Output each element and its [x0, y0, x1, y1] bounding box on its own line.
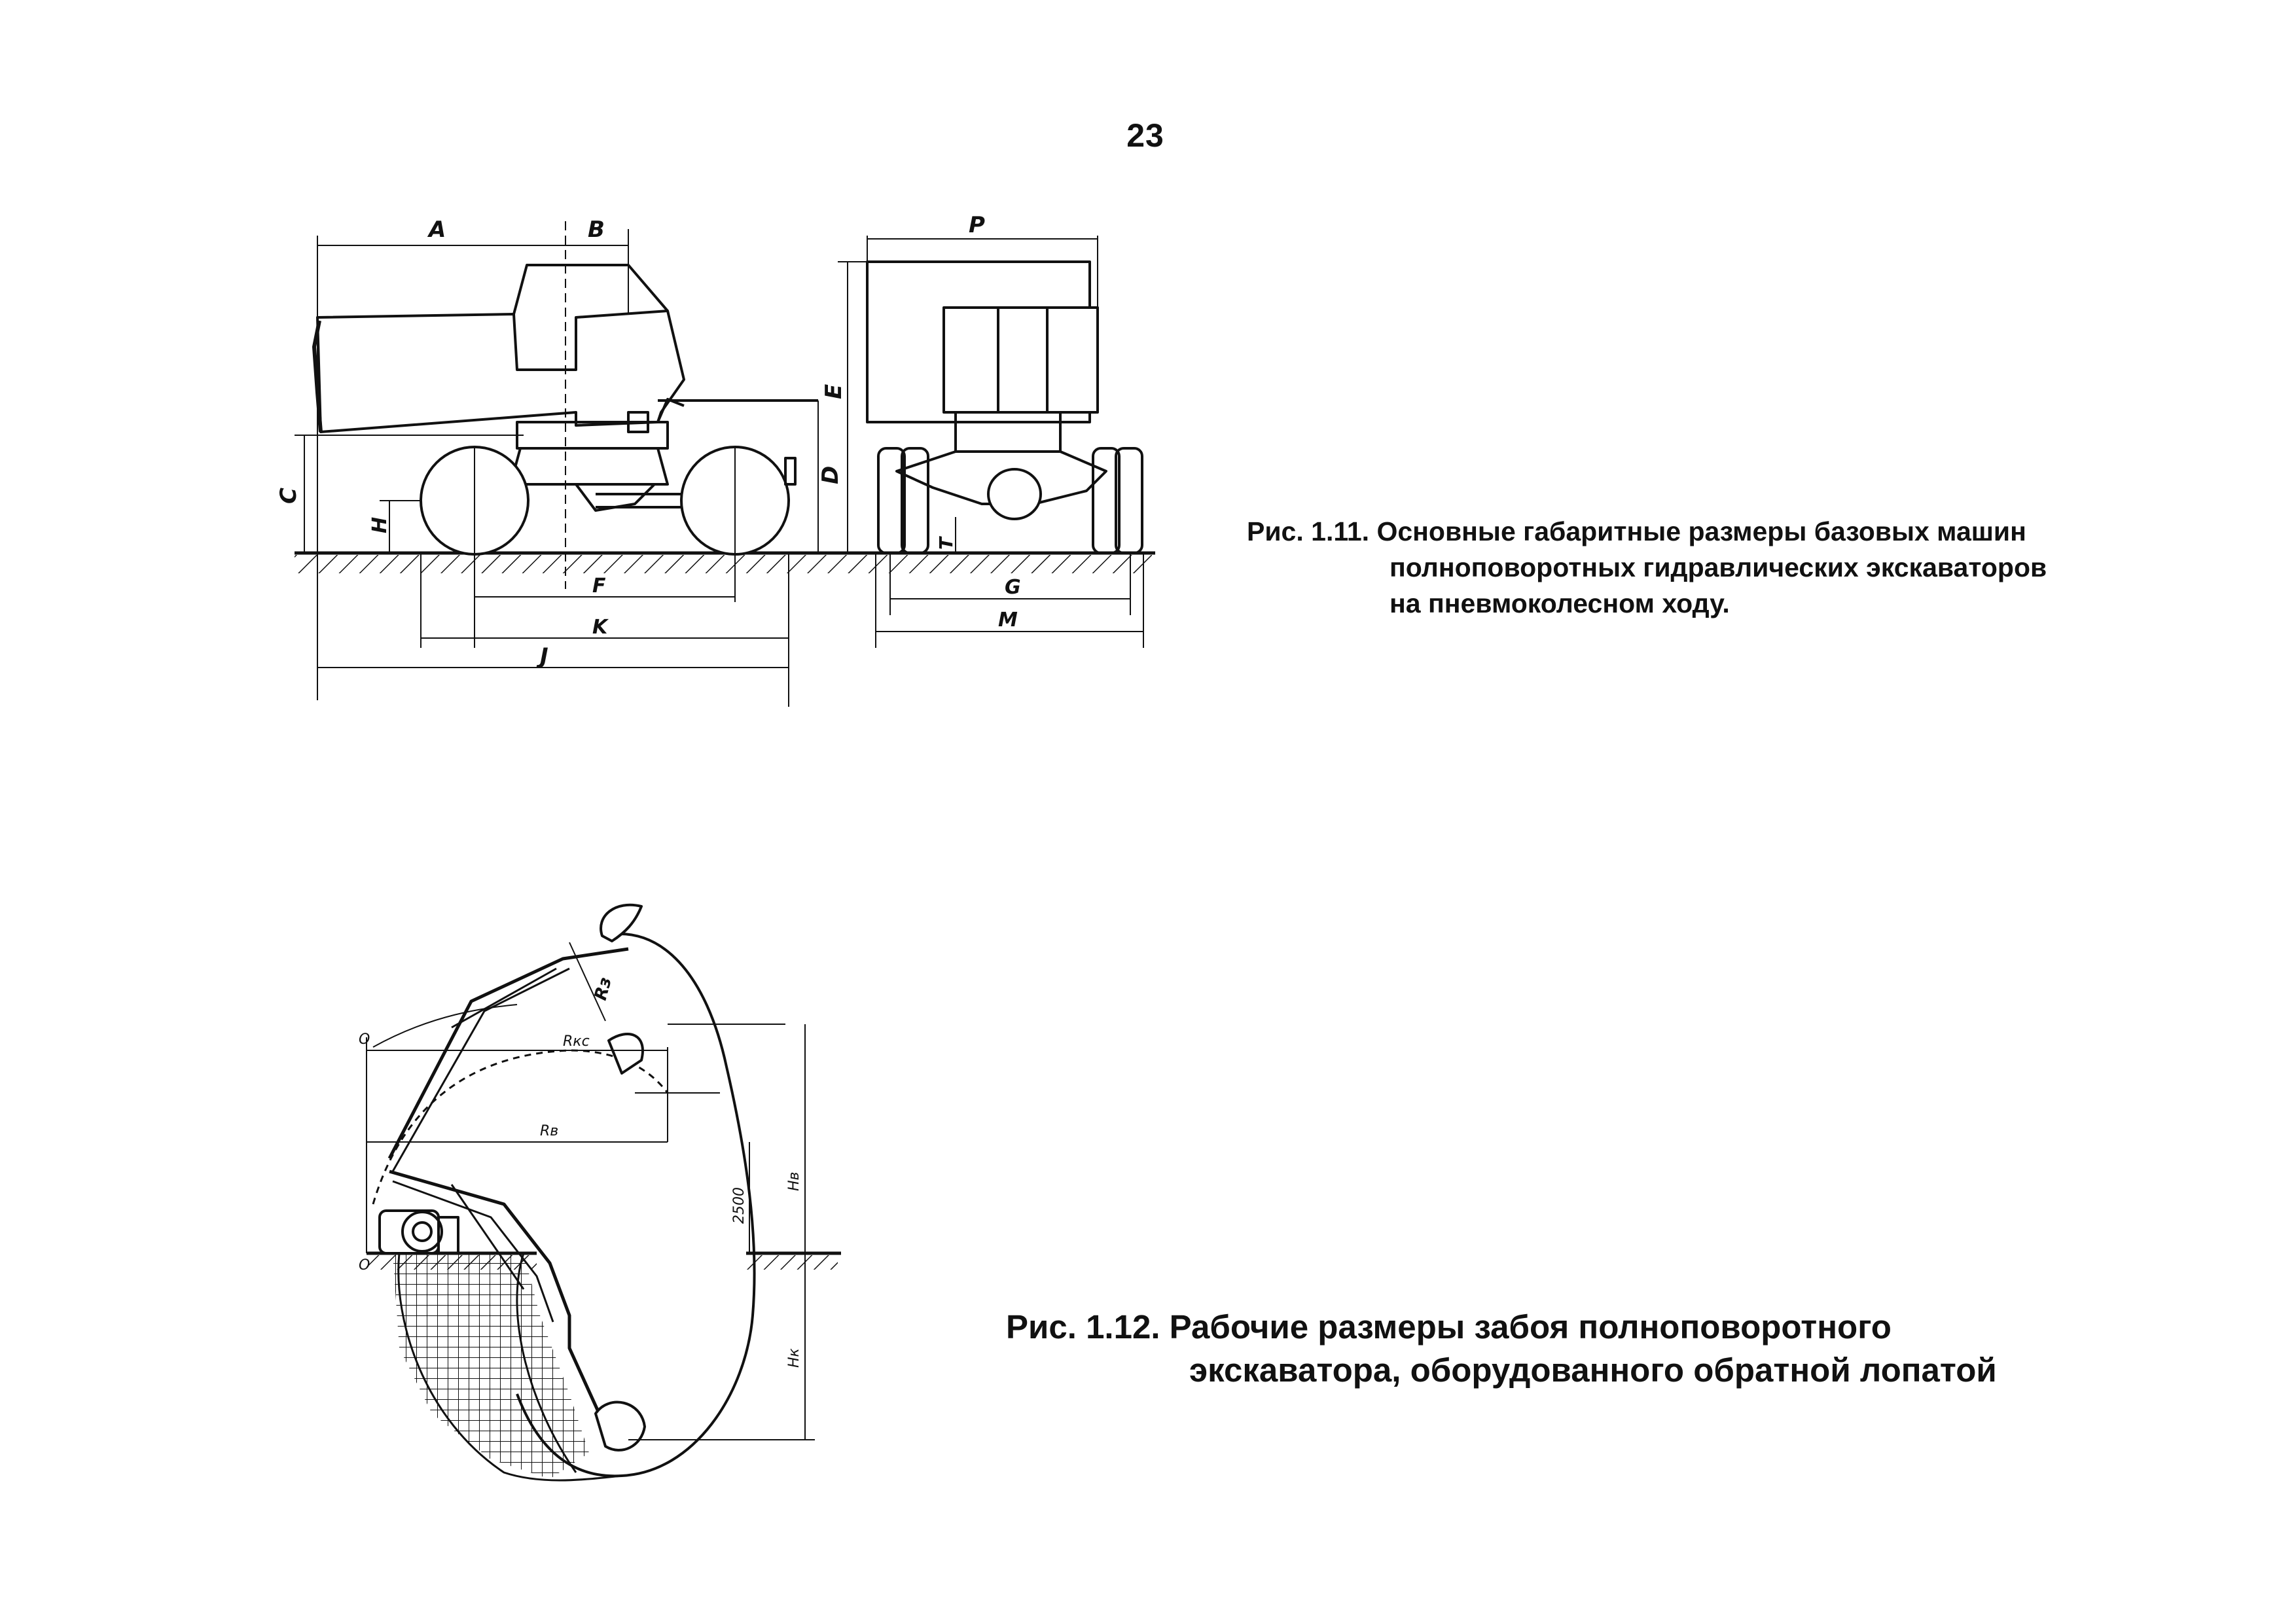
dim-label-hk: Hк — [786, 1347, 802, 1368]
dim-label-rz: Rз — [591, 975, 616, 1003]
figure-1-11-caption-line1: Рис. 1.11. Основные габаритные размеры б… — [1247, 516, 2026, 546]
dim-label-o-bottom: O — [359, 1257, 370, 1274]
dim-label-2500: 2500 — [731, 1187, 747, 1224]
dim-label-b: B — [588, 217, 605, 243]
figure-1-12-drawing: O O Rкс Rв Rз Hв 2500 Hк — [359, 903, 841, 1482]
dim-label-g: G — [1005, 576, 1021, 599]
dim-label-c: C — [276, 488, 302, 504]
dim-label-rkc: Rкс — [563, 1033, 590, 1050]
figure-1-12-caption-line1: Рис. 1.12. Рабочие размеры забоя полнопо… — [1006, 1308, 1892, 1346]
figure-1-11-caption: Рис. 1.11. Основные габаритные размеры б… — [1247, 514, 2047, 622]
dim-label-e: E — [821, 384, 847, 399]
page-number: 23 — [1126, 117, 1164, 154]
dim-label-k: K — [592, 616, 609, 639]
dim-label-m: M — [998, 609, 1018, 632]
figure-1-12-caption-line2: экскаватора, оборудованного обратной лоп… — [1189, 1351, 1997, 1389]
dim-label-hv: Hв — [786, 1171, 802, 1191]
figure-1-11-caption-line2: полноповоротных гидравлических экскавато… — [1390, 552, 2047, 582]
dim-label-p: P — [969, 212, 985, 238]
dim-label-o-top: O — [359, 1031, 370, 1048]
dim-label-j: J — [536, 643, 548, 669]
dim-label-a: A — [427, 217, 446, 243]
dim-label-t: T — [935, 536, 957, 550]
figure-1-12-caption: Рис. 1.12. Рабочие размеры забоя полнопо… — [1006, 1306, 1997, 1392]
dim-label-rv: Rв — [540, 1123, 558, 1139]
figure-1-11-caption-line3: на пневмоколесном ходу. — [1390, 588, 1730, 618]
dim-label-d: D — [817, 466, 844, 484]
dim-label-f: F — [592, 575, 606, 597]
figure-1-11-drawing: A B C H D E F K J P G M T — [276, 212, 1155, 707]
dim-label-h: H — [368, 517, 391, 533]
